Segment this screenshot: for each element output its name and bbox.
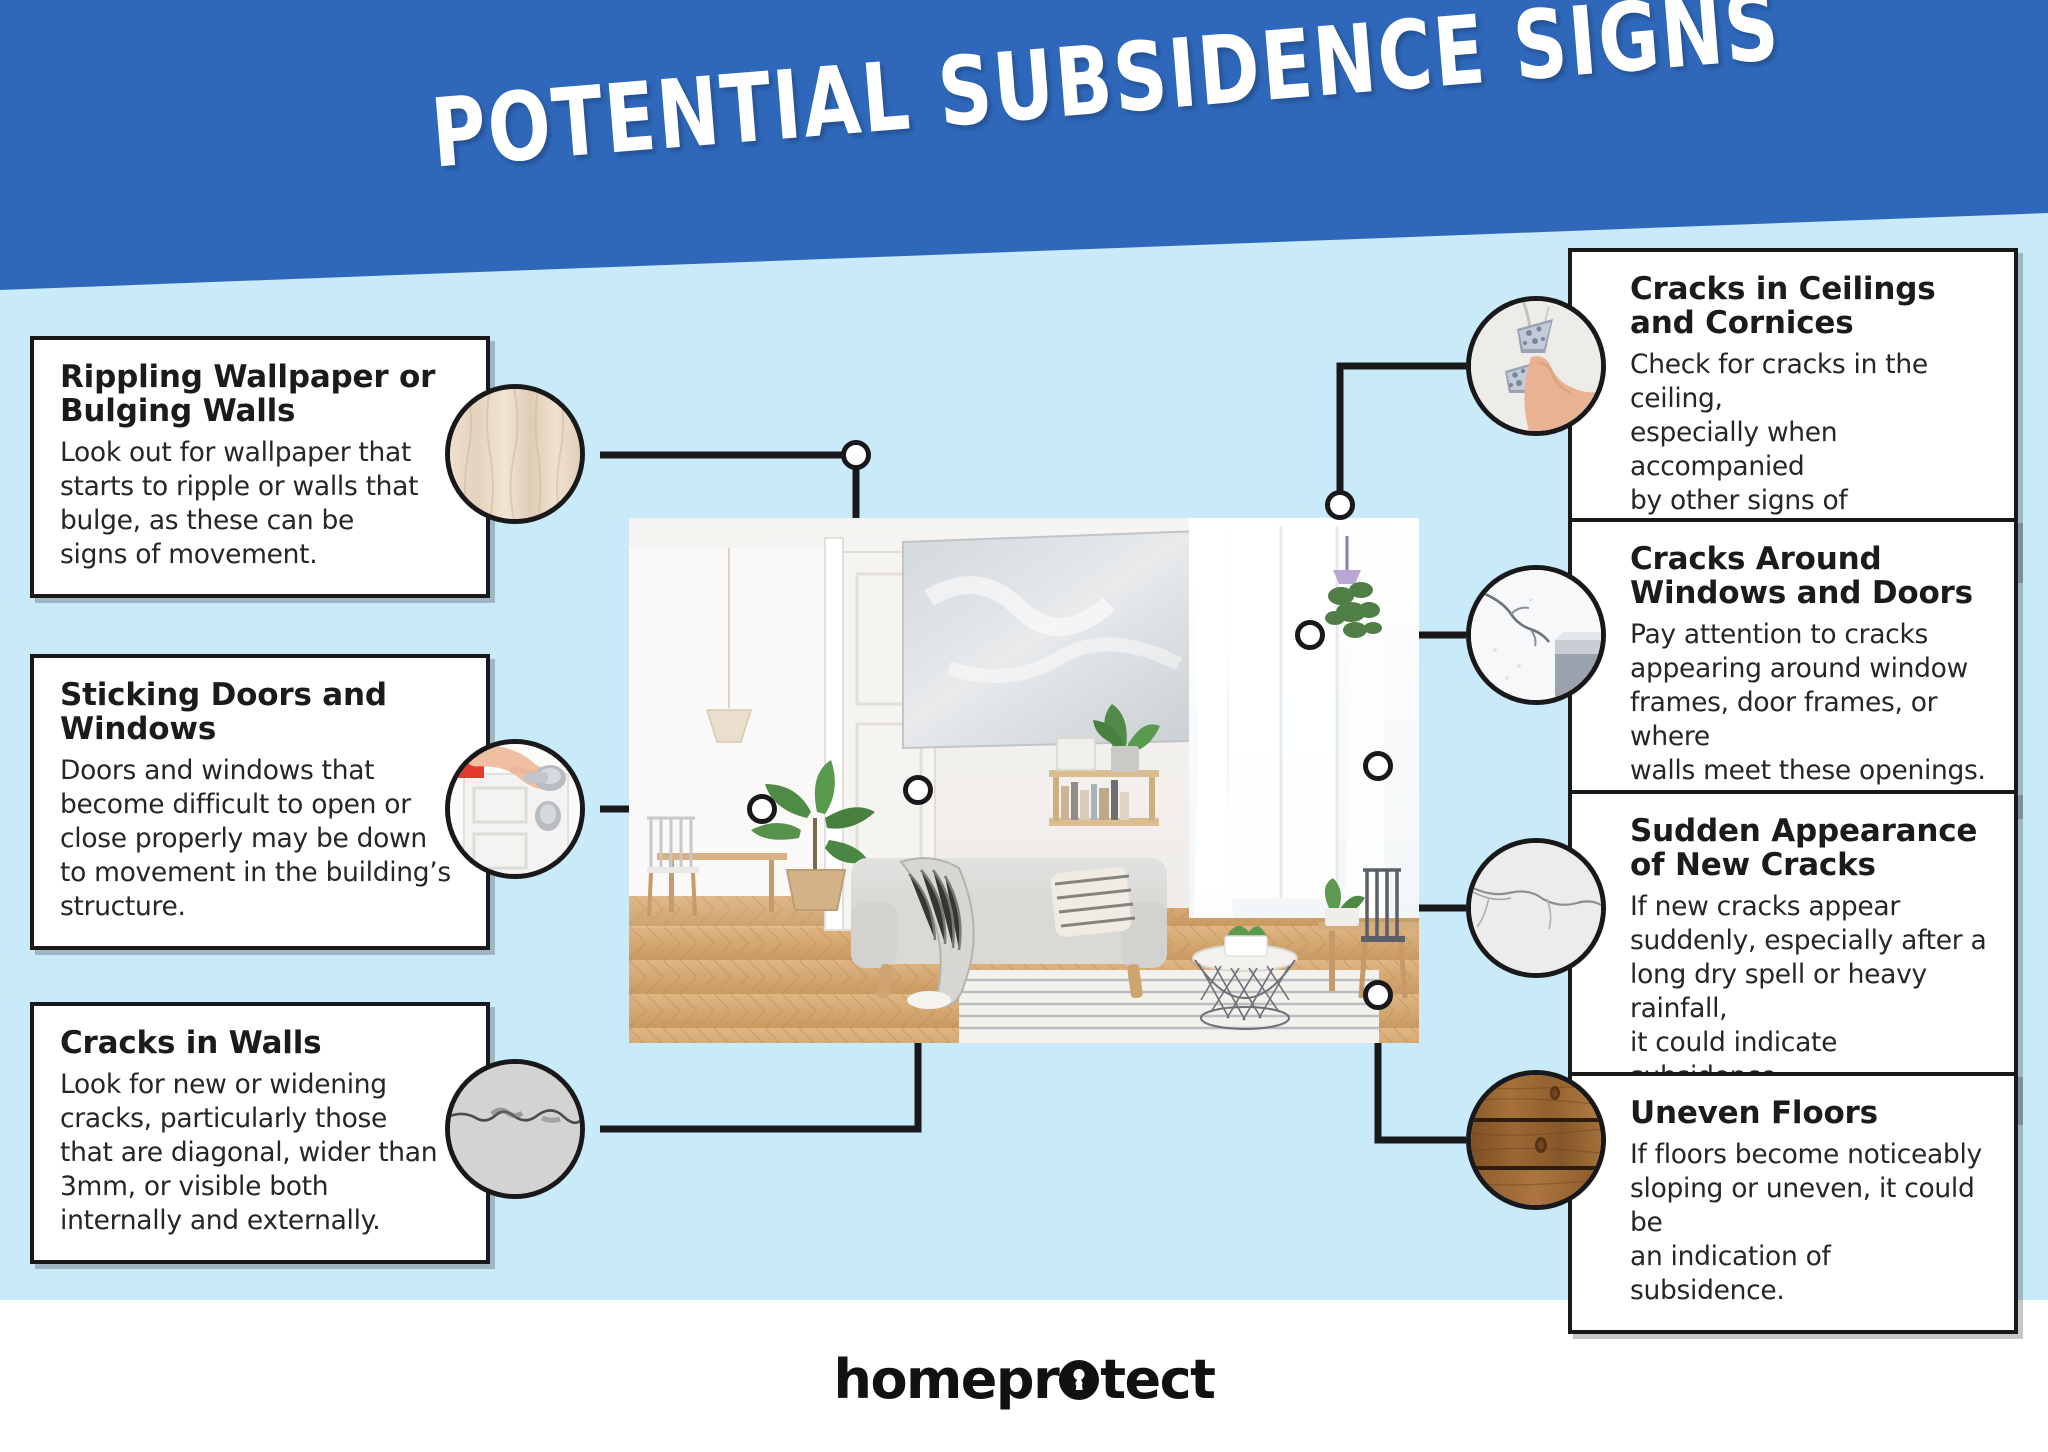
card-body: If floors become noticeably sloping or u… [1630, 1139, 1982, 1306]
card-body: If new cracks appear suddenly, especiall… [1630, 891, 1987, 1092]
homeprotect-logo[interactable]: homepr tect [0, 1348, 2048, 1411]
node-rippling[interactable] [841, 440, 871, 470]
card-title: Cracks in Ceilings and Cornices [1630, 271, 1936, 342]
wooden-floor-icon [1466, 1070, 1606, 1210]
node-cracks-walls[interactable] [903, 775, 933, 805]
card-rippling-wallpaper[interactable]: Rippling Wallpaper or Bulging Walls Look… [30, 336, 490, 598]
card-title: Sticking Doors and Windows [60, 677, 387, 748]
card-title: Rippling Wallpaper or Bulging Walls [60, 359, 436, 430]
node-windows[interactable] [1295, 620, 1325, 650]
card-title: Uneven Floors [1630, 1095, 1878, 1131]
card-title: Sudden Appearance of New Cracks [1630, 813, 1978, 884]
card-body: Pay attention to cracks appearing around… [1630, 619, 1986, 786]
window-corner-crack-icon [1466, 565, 1606, 705]
card-cracks-around-windows[interactable]: Cracks Around Windows and Doors Pay atte… [1568, 518, 2018, 814]
card-cracks-in-walls[interactable]: Cracks in Walls Look for new or widening… [30, 1002, 490, 1264]
card-title: Cracks Around Windows and Doors [1630, 541, 1973, 612]
card-title: Cracks in Walls [60, 1025, 322, 1061]
ceiling-repair-icon [1466, 296, 1606, 436]
node-ceilings[interactable] [1325, 490, 1355, 520]
hero-living-room-photo [629, 518, 1419, 1043]
node-new-cracks[interactable] [1363, 751, 1393, 781]
node-floors[interactable] [1363, 980, 1393, 1010]
door-handle-icon [445, 739, 585, 879]
keyhole-icon [1059, 1360, 1100, 1400]
logo-text-part1: homepr [833, 1348, 1060, 1411]
new-crack-icon [1466, 838, 1606, 978]
card-uneven-floors[interactable]: Uneven Floors If floors become noticeabl… [1568, 1072, 2018, 1334]
card-sticking-doors[interactable]: Sticking Doors and Windows Doors and win… [30, 654, 490, 950]
rippled-wallpaper-icon [445, 384, 585, 524]
card-body: Look out for wallpaper that starts to ri… [60, 437, 419, 570]
node-sticking[interactable] [747, 794, 777, 824]
card-sudden-new-cracks[interactable]: Sudden Appearance of New Cracks If new c… [1568, 790, 2018, 1120]
card-body: Look for new or widening cracks, particu… [60, 1069, 438, 1236]
card-body: Doors and windows that become difficult … [60, 755, 451, 922]
cracked-wall-icon [445, 1059, 585, 1199]
logo-text-part2: tect [1100, 1348, 1216, 1411]
